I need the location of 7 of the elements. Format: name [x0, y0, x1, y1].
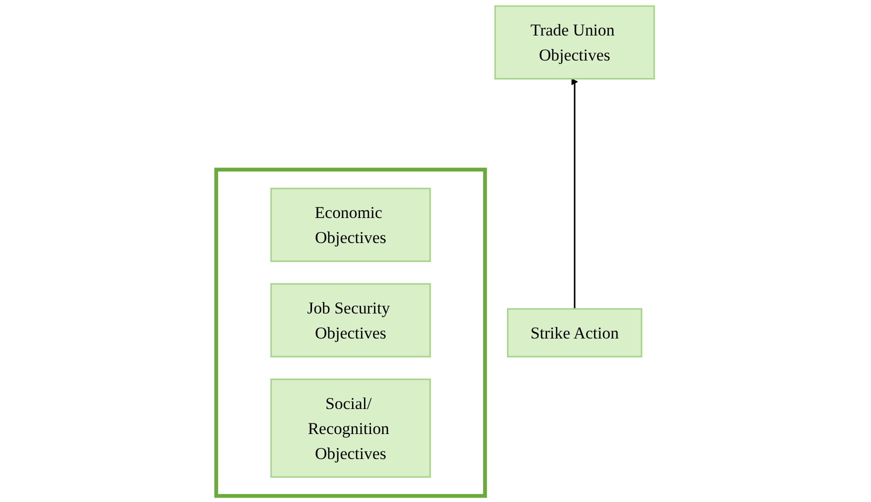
node-box — [270, 378, 432, 478]
cluster — [214, 168, 488, 498]
node-box — [494, 5, 656, 80]
node-box — [270, 283, 432, 358]
node-box — [270, 188, 432, 262]
node-box — [507, 308, 643, 358]
arrow — [572, 78, 578, 310]
